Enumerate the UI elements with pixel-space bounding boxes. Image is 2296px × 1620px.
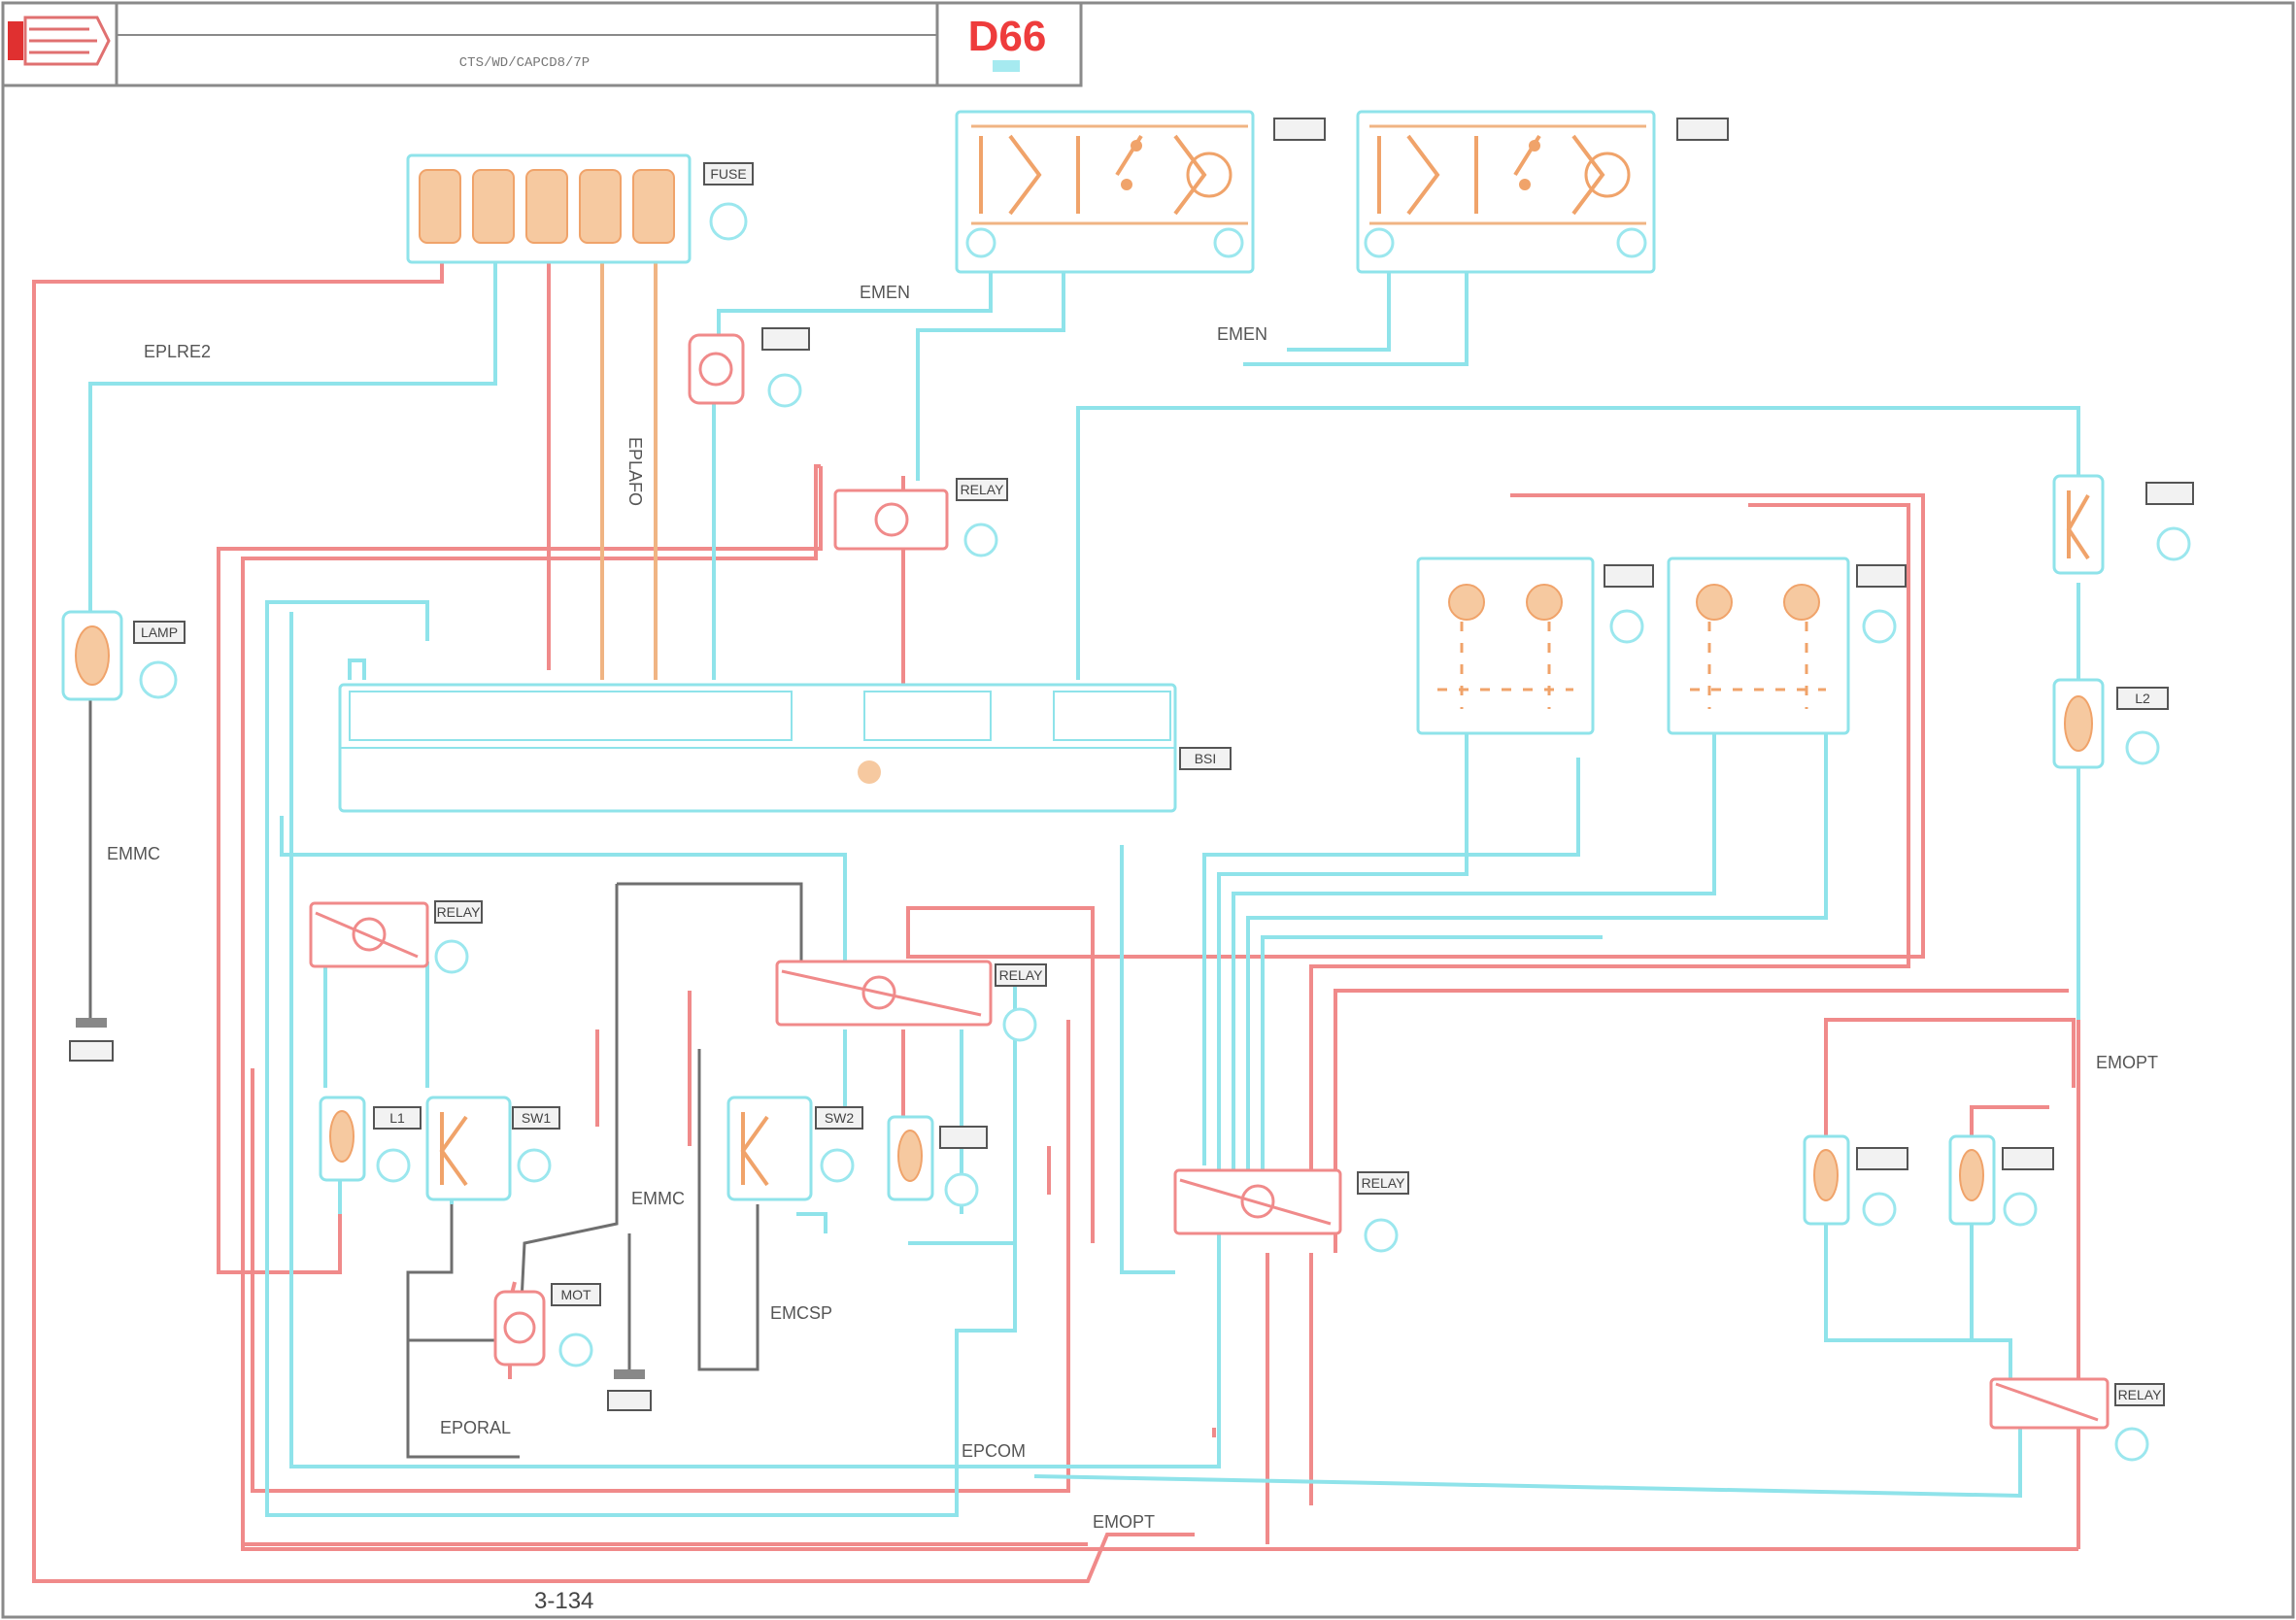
lamp-cluster-2[interactable] — [1667, 557, 1907, 735]
relay-5[interactable]: RELAY — [1989, 1377, 2165, 1462]
ground-wires — [88, 699, 803, 1459]
wire-label-eporal: EPORAL — [440, 1418, 511, 1437]
lamp-center[interactable] — [887, 1115, 988, 1207]
relay-3-tag: RELAY — [999, 967, 1044, 983]
lamp-left-unit[interactable]: LAMP — [61, 610, 186, 701]
relay-1[interactable]: RELAY — [833, 478, 1008, 557]
wire-label-eplre2: EPLRE2 — [144, 342, 211, 361]
relay-2[interactable]: RELAY — [309, 900, 483, 974]
switch-2[interactable]: SW2 — [726, 1096, 863, 1201]
brand-logo — [8, 16, 111, 66]
wire-label-epcom: EPCOM — [962, 1441, 1026, 1461]
switch-1[interactable]: SW1 — [425, 1096, 560, 1201]
fuse-box-tag: FUSE — [710, 166, 746, 182]
red-wires — [32, 253, 2080, 1583]
lamp-pair-right[interactable] — [1803, 1134, 2054, 1227]
wire-label-emopt-2: EMOPT — [2096, 1053, 2158, 1072]
lamp-right-unit[interactable]: L2 — [2052, 678, 2169, 769]
relay-1-tag: RELAY — [961, 482, 1005, 497]
lamp-right-tag: L2 — [2135, 691, 2150, 706]
wire-label-emopt: EMOPT — [1093, 1512, 1155, 1532]
ground-lower — [607, 1369, 652, 1411]
relay-3[interactable]: RELAY — [775, 960, 1047, 1042]
switch-right[interactable] — [2052, 474, 2194, 575]
wire-label-emmc: EMMC — [107, 844, 160, 863]
title-block: CTS/WD/CAPCD8/7P D66 — [1, 1, 1083, 87]
cyan-wires — [88, 257, 2080, 1517]
fuse-box-b-tag: LAMP — [141, 624, 178, 640]
wire-label-eplafo: EPLAFO — [625, 437, 645, 506]
motor-top[interactable] — [688, 327, 810, 408]
wire-label-emcsp: EMCSP — [770, 1303, 832, 1323]
wire-labels: EPLRE2 EMMC EMEN EMEN EMCSP EMMC EPORAL … — [107, 283, 2158, 1532]
document-code: CTS/WD/CAPCD8/7P — [459, 55, 590, 71]
motor-1-tag: MOT — [560, 1287, 591, 1302]
motor-lower[interactable]: MOT — [493, 1283, 601, 1367]
wire-label-emmc-2: EMMC — [631, 1189, 685, 1208]
lamp-cluster-1[interactable] — [1416, 557, 1654, 735]
lamp-left-tag: L1 — [389, 1110, 405, 1126]
lamp-lower-left[interactable]: L1 — [319, 1096, 422, 1183]
switch-2-tag: SW2 — [825, 1110, 855, 1126]
relay-4[interactable]: RELAY — [1173, 1168, 1409, 1253]
fuse-box[interactable]: FUSE — [406, 153, 754, 264]
main-connector[interactable]: BSI — [338, 683, 1232, 813]
ground-left — [69, 1018, 114, 1062]
switch-module-1[interactable] — [955, 110, 1326, 274]
switch-module-2[interactable] — [1356, 110, 1729, 274]
relay-2-tag: RELAY — [437, 904, 482, 920]
page-number: 3-134 — [534, 1588, 593, 1614]
wire-label-emen-1: EMEN — [860, 283, 910, 302]
switch-1-tag: SW1 — [522, 1110, 552, 1126]
main-connector-tag: BSI — [1195, 751, 1217, 766]
orange-wires — [600, 253, 658, 680]
diagram-code: D66 — [968, 13, 1047, 60]
relay-5-tag: RELAY — [2118, 1387, 2163, 1402]
wire-label-emen-2: EMEN — [1217, 324, 1267, 344]
relay-4-tag: RELAY — [1362, 1175, 1406, 1191]
